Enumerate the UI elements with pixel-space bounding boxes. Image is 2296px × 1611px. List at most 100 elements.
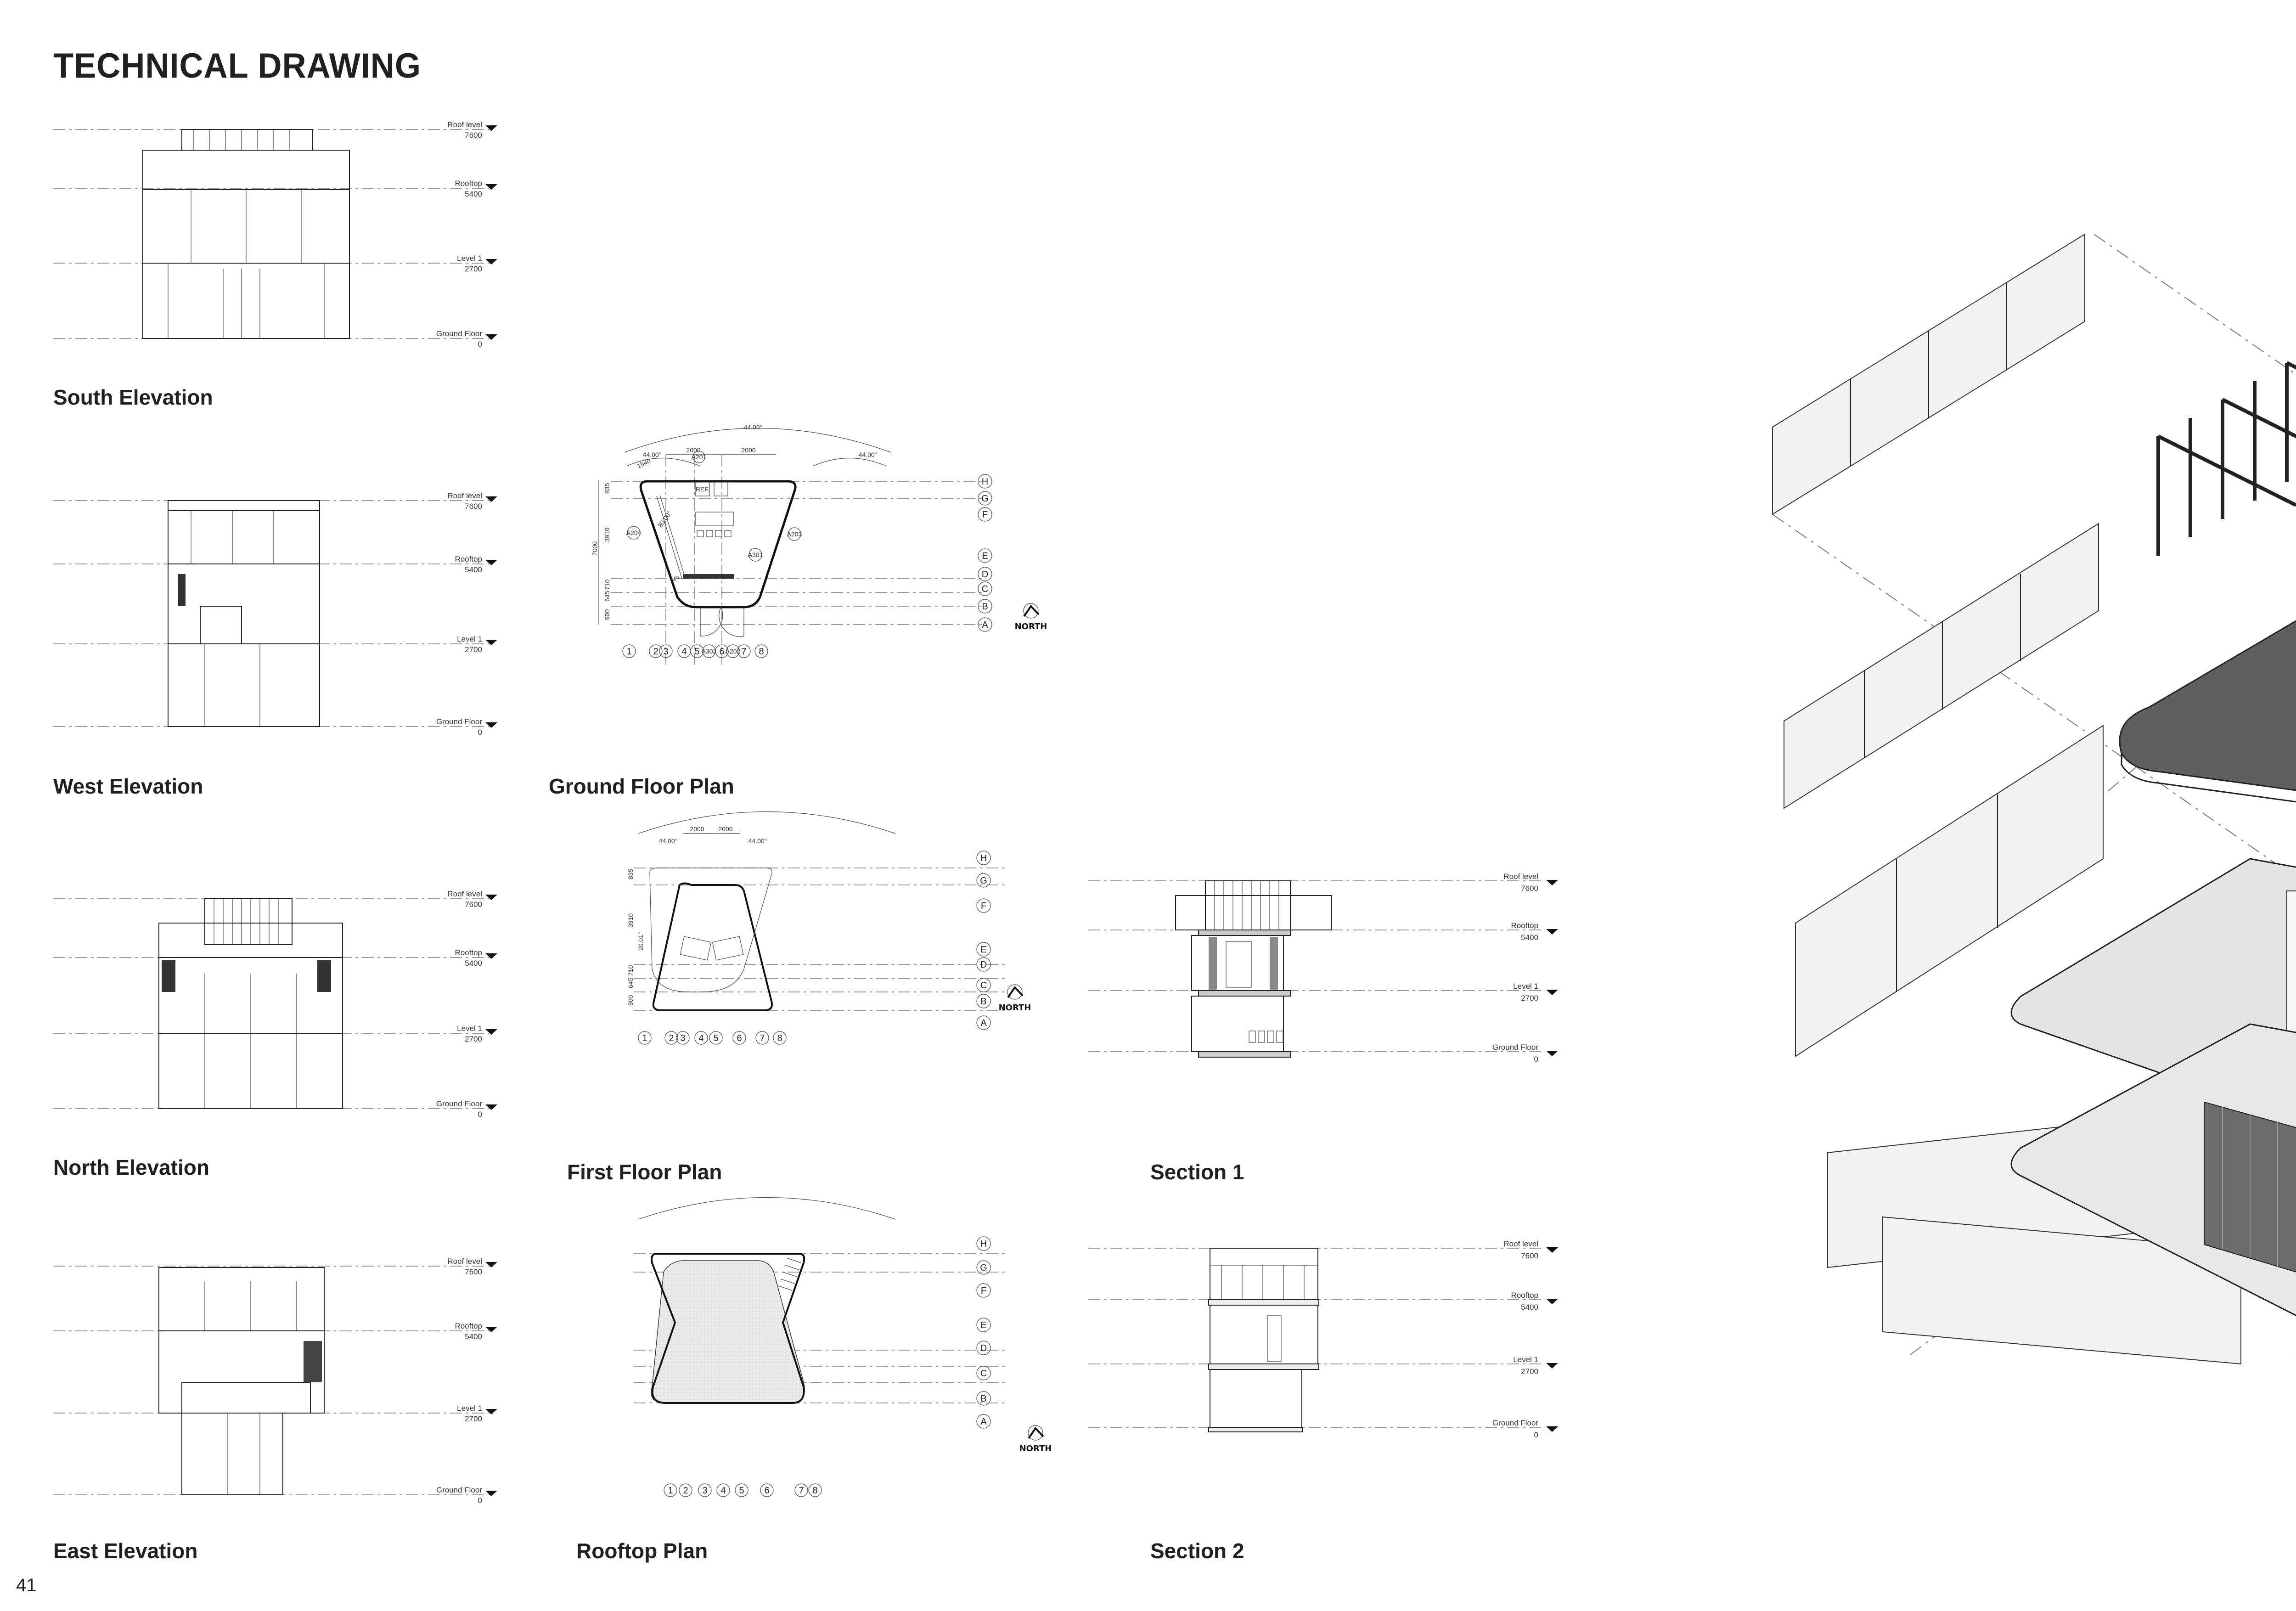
- exploded-axonometric-drawing: [1772, 233, 2296, 1365]
- svg-text:C: C: [980, 1369, 987, 1379]
- svg-text:Level 1: Level 1: [457, 635, 482, 643]
- level-marker-icon: [485, 259, 497, 265]
- svg-text:2700: 2700: [465, 1414, 482, 1423]
- level-marker-icon: [485, 640, 497, 645]
- svg-text:5: 5: [713, 1033, 718, 1043]
- section-1-caption: Section 1: [1150, 1160, 1244, 1184]
- svg-text:900: 900: [627, 995, 634, 1006]
- svg-text:H: H: [980, 1239, 987, 1249]
- svg-text:5400: 5400: [1521, 933, 1538, 942]
- page-number-left: 41: [16, 1575, 37, 1595]
- svg-text:A: A: [980, 1018, 987, 1028]
- svg-text:3: 3: [702, 1486, 707, 1496]
- svg-text:7600: 7600: [465, 1267, 482, 1276]
- svg-text:C: C: [982, 584, 988, 594]
- svg-text:A204: A204: [626, 529, 642, 536]
- level-marker-icon: [1546, 929, 1558, 935]
- section-2-levels: Roof level 7600 Rooftop 5400 Level 1 270…: [1483, 1239, 1584, 1497]
- level-marker-icon: [1546, 1299, 1558, 1304]
- svg-text:2: 2: [653, 647, 658, 657]
- level-label: Roof level: [447, 120, 482, 129]
- west-elevation-caption: West Elevation: [53, 774, 203, 798]
- level-value: 7600: [465, 131, 482, 140]
- north-elevation-drawing: [53, 898, 490, 1109]
- svg-text:7600: 7600: [1521, 1251, 1538, 1260]
- level-marker-icon: [485, 1104, 497, 1110]
- svg-text:Rooftop: Rooftop: [1511, 921, 1538, 930]
- svg-text:B: B: [980, 1394, 986, 1404]
- east-elevation-caption: East Elevation: [53, 1539, 198, 1563]
- svg-text:5: 5: [739, 1486, 744, 1496]
- svg-text:7: 7: [741, 647, 746, 657]
- svg-text:2000: 2000: [690, 825, 704, 833]
- svg-text:44.00°: 44.00°: [744, 423, 763, 431]
- svg-text:Roof level: Roof level: [1503, 1239, 1538, 1248]
- level-marker-icon: [485, 1327, 497, 1332]
- railing-left-3: [1795, 725, 2104, 1057]
- svg-text:D: D: [980, 1343, 987, 1353]
- west-elevation-drawing: [53, 500, 490, 727]
- svg-text:6: 6: [719, 647, 724, 657]
- level-marker-icon: [1546, 880, 1558, 885]
- section-marker-a201: A201: [692, 451, 707, 463]
- south-elevation-levels: Roof level 7600 Rooftop 5400 Level 1 270…: [432, 117, 505, 356]
- svg-text:5400: 5400: [465, 565, 482, 574]
- svg-text:0: 0: [478, 1110, 482, 1119]
- svg-text:835: 835: [603, 483, 611, 494]
- rooftop-plan-drawing: H G F E D C B A 1 2 3 4 5 6 7 8 NORTH: [634, 1197, 1052, 1497]
- level-marker-icon: [1546, 1363, 1558, 1369]
- svg-text:NORTH: NORTH: [1019, 1444, 1052, 1453]
- svg-text:5400: 5400: [1521, 1303, 1538, 1312]
- svg-text:Level 1: Level 1: [1513, 1355, 1538, 1364]
- level-marker-icon: [485, 953, 497, 959]
- first-floor-plan-caption: First Floor Plan: [567, 1160, 722, 1184]
- svg-text:5400: 5400: [465, 959, 482, 968]
- svg-text:1: 1: [626, 647, 631, 657]
- svg-text:H: H: [982, 477, 988, 487]
- svg-text:1: 1: [642, 1033, 647, 1043]
- svg-text:0: 0: [478, 1496, 482, 1505]
- section-marker-a203: A203: [787, 527, 802, 541]
- svg-text:5400: 5400: [465, 1332, 482, 1341]
- svg-text:3910: 3910: [603, 528, 611, 542]
- svg-text:2700: 2700: [465, 645, 482, 654]
- south-elevation-caption: South Elevation: [53, 385, 213, 409]
- svg-text:5: 5: [694, 647, 699, 657]
- grid-bubbles-cols: 1 2 3 4 5 6 7 8: [622, 644, 768, 658]
- level-marker-icon: [1546, 1426, 1558, 1432]
- svg-text:2700: 2700: [1521, 1367, 1538, 1376]
- svg-text:A: A: [980, 1417, 987, 1427]
- svg-text:Ground Floor: Ground Floor: [1492, 1043, 1538, 1052]
- svg-text:44.00°: 44.00°: [659, 837, 678, 845]
- railing-top-left: [1772, 233, 2085, 515]
- svg-text:Roof level: Roof level: [447, 1257, 482, 1266]
- svg-text:UP: UP: [670, 575, 679, 582]
- svg-text:0: 0: [1534, 1055, 1538, 1064]
- svg-text:7600: 7600: [465, 900, 482, 909]
- svg-text:8: 8: [759, 647, 764, 657]
- svg-text:Ground Floor: Ground Floor: [436, 717, 482, 726]
- svg-text:1540: 1540: [636, 457, 652, 470]
- level-label: Ground Floor: [436, 329, 482, 338]
- svg-text:645: 645: [603, 591, 611, 602]
- svg-text:A: A: [982, 620, 988, 630]
- svg-text:835: 835: [627, 868, 634, 879]
- svg-text:Ground Floor: Ground Floor: [1492, 1419, 1538, 1427]
- svg-text:Ground Floor: Ground Floor: [436, 1099, 482, 1108]
- svg-text:G: G: [980, 1263, 987, 1273]
- level-marker-icon: [485, 1491, 497, 1496]
- svg-text:F: F: [982, 510, 988, 520]
- section-marker-a204: A204: [626, 526, 642, 540]
- svg-text:A202: A202: [726, 648, 741, 655]
- svg-text:E: E: [980, 945, 986, 955]
- pergola: [2156, 361, 2296, 556]
- svg-text:4: 4: [681, 647, 687, 657]
- level-marker-icon: [485, 1262, 497, 1267]
- ground-floor-plan-drawing: 44.00° 44.00° 44.00° 2000 2000 1540 UP R…: [591, 423, 1047, 666]
- level-marker-icon: [485, 496, 497, 502]
- level-marker-icon: [485, 184, 497, 190]
- svg-text:B: B: [982, 602, 988, 612]
- level-marker-icon: [1546, 1247, 1558, 1253]
- svg-text:2000: 2000: [741, 446, 755, 454]
- south-elevation-drawing: [53, 129, 490, 339]
